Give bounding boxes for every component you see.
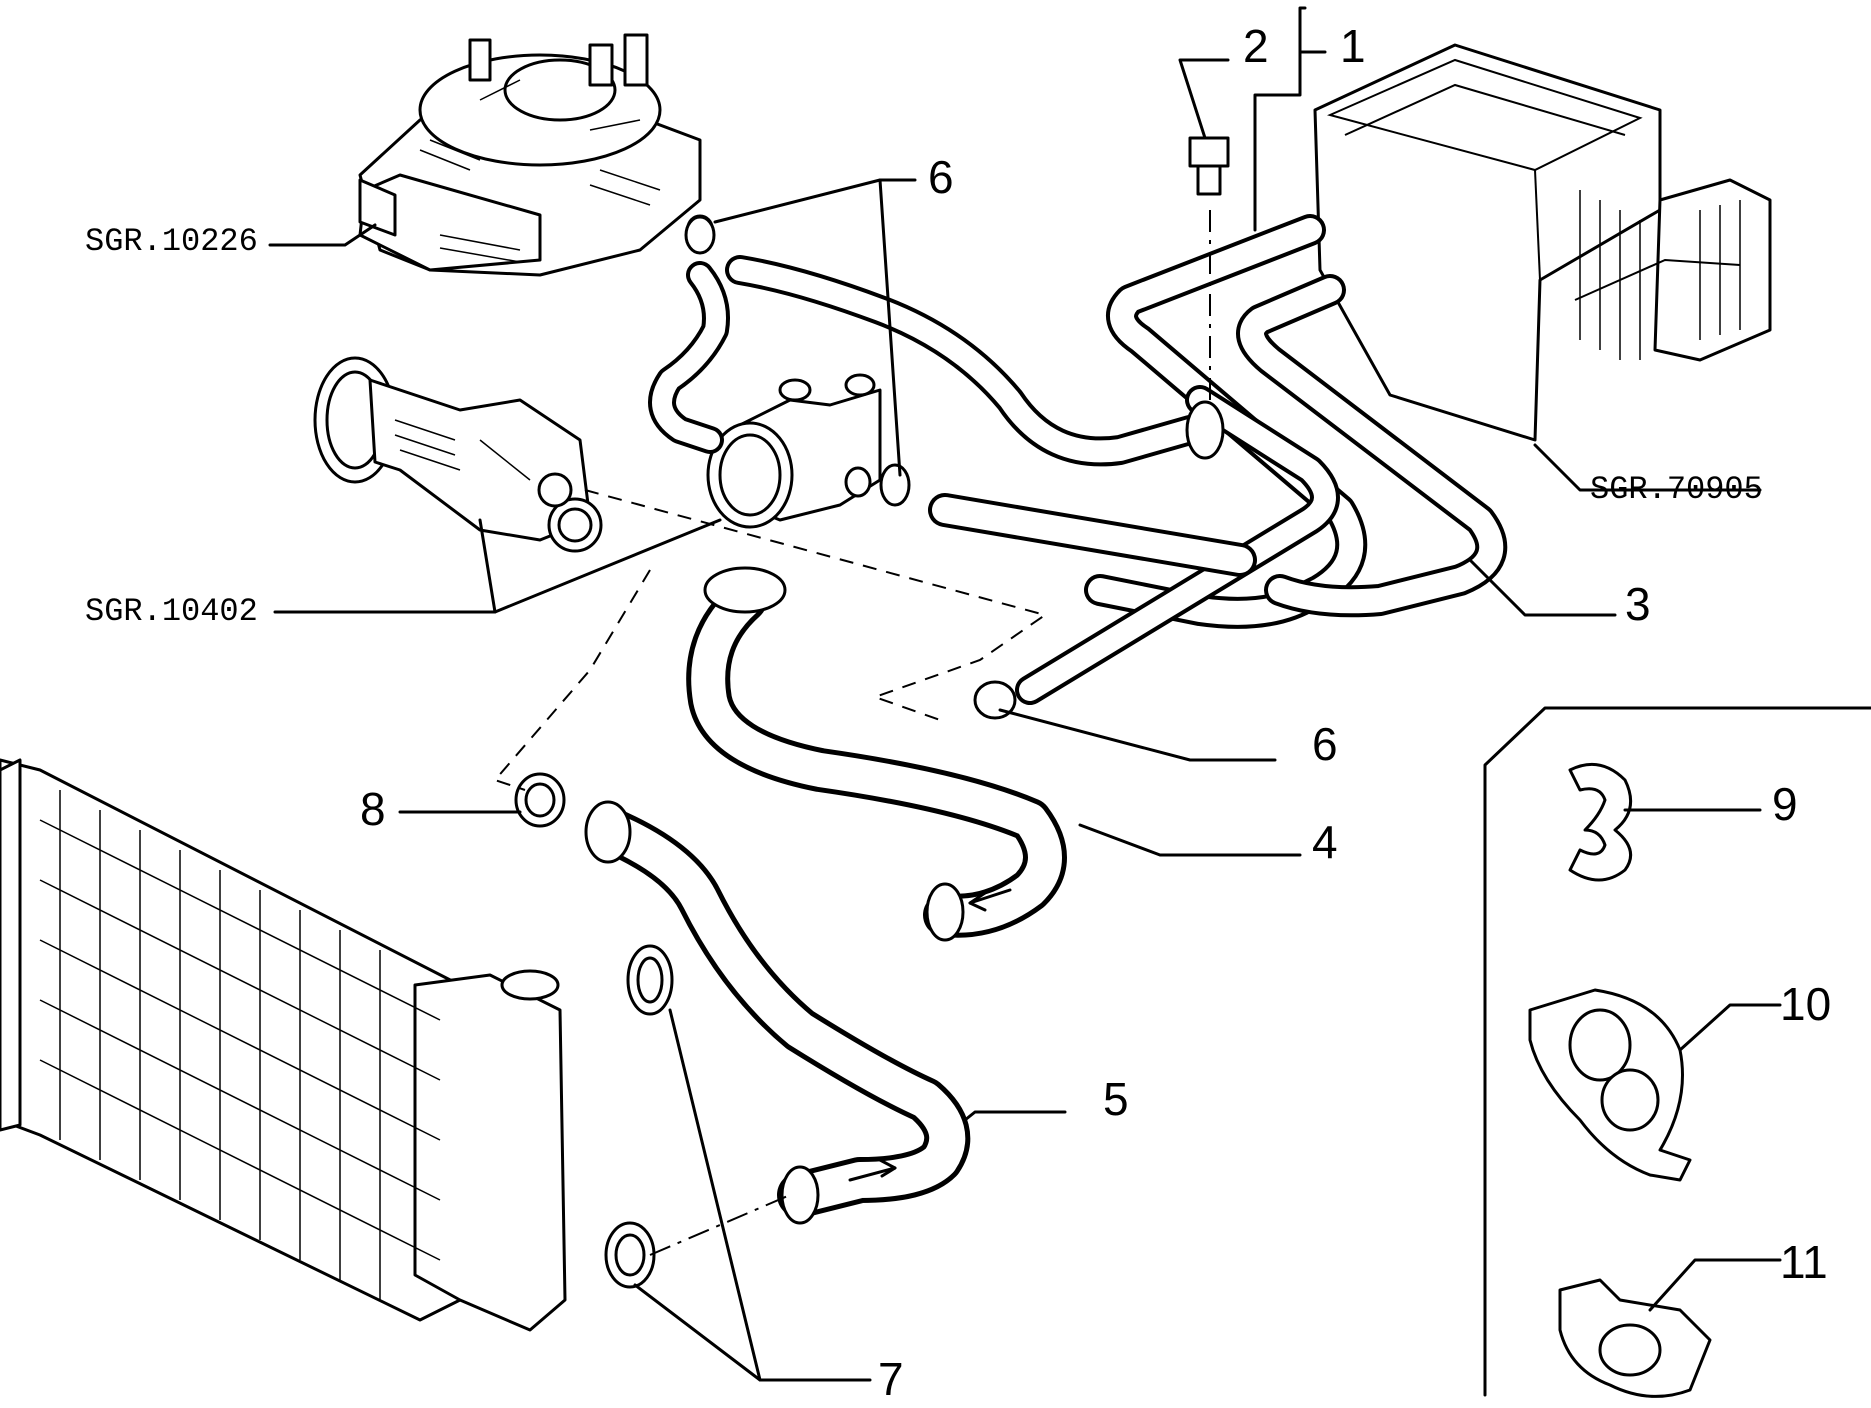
callout-11: 11 bbox=[1780, 1236, 1828, 1288]
bolt-part-2 bbox=[1188, 136, 1230, 196]
construction-lines bbox=[493, 210, 1211, 1256]
callout-7: 7 bbox=[878, 1353, 904, 1405]
callout-9: 9 bbox=[1772, 778, 1798, 830]
side-panel bbox=[1483, 706, 1871, 1398]
callout-6-mid: 6 bbox=[1312, 718, 1338, 770]
hoses bbox=[584, 214, 1508, 1225]
clip-part-11 bbox=[1558, 1278, 1712, 1398]
ref-water-pump: SGR.10402 bbox=[85, 593, 258, 630]
water-pump-assembly bbox=[313, 356, 882, 553]
callout-3: 3 bbox=[1625, 578, 1651, 630]
clip-part-10 bbox=[1528, 988, 1692, 1182]
clip-part-9 bbox=[1568, 762, 1633, 882]
ref-heater: SGR.70905 bbox=[1590, 471, 1763, 508]
clamps bbox=[514, 215, 1017, 1289]
ref-carburettor: SGR.10226 bbox=[85, 223, 258, 260]
callout-8: 8 bbox=[360, 783, 386, 835]
callout-5: 5 bbox=[1103, 1073, 1129, 1125]
heater-assembly bbox=[1313, 43, 1772, 442]
callout-2: 2 bbox=[1243, 20, 1269, 72]
callout-4: 4 bbox=[1312, 816, 1338, 868]
callout-1: 1 bbox=[1340, 20, 1366, 72]
callout-6-top: 6 bbox=[928, 151, 954, 203]
carburettor-assembly bbox=[358, 33, 714, 277]
leader-lines bbox=[268, 6, 1782, 1382]
callout-10: 10 bbox=[1780, 978, 1831, 1030]
radiator-assembly bbox=[0, 758, 567, 1332]
